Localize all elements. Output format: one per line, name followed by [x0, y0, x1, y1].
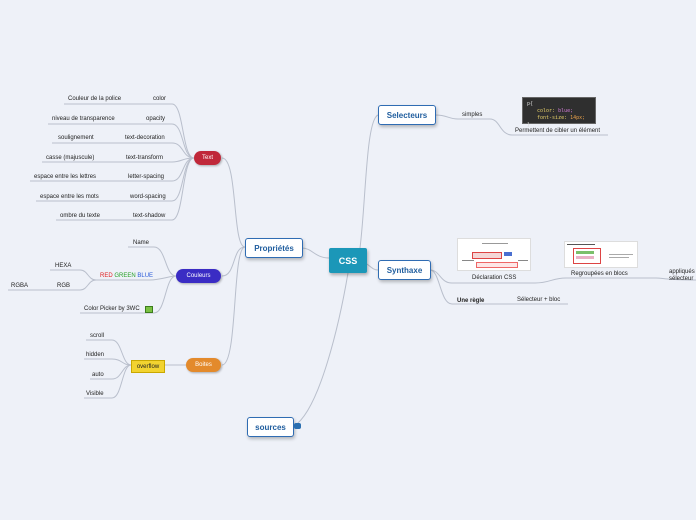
text-prop-letter-spacing[interactable]: letter-spacing	[128, 174, 165, 180]
synthaxe-applied-1[interactable]: appliqués	[669, 269, 695, 275]
node-boites[interactable]: Boites	[186, 358, 221, 372]
couleurs-hexa[interactable]: HEXA	[55, 263, 72, 269]
node-text[interactable]: Text	[194, 151, 221, 165]
central-node-css[interactable]: CSS	[329, 248, 367, 273]
node-couleurs[interactable]: Couleurs	[176, 269, 221, 283]
overflow-hidden[interactable]: hidden	[86, 352, 105, 358]
synthaxe-applied-2[interactable]: sélecteur	[669, 276, 694, 282]
code-prop-2: font-size:	[537, 115, 568, 121]
word-blue: BLUE	[137, 273, 154, 279]
synthaxe-blocs[interactable]: Regroupées en blocs	[571, 271, 628, 277]
code-open: p{	[527, 101, 534, 107]
synthaxe-selecteur-bloc[interactable]: Sélecteur + bloc	[517, 297, 561, 303]
text-desc-decoration[interactable]: soulignement	[58, 135, 94, 141]
text-desc-transform[interactable]: casse (majuscule)	[46, 155, 95, 161]
code-val-2: 14px;	[570, 115, 586, 121]
text-desc-shadow[interactable]: ombre du texte	[60, 213, 101, 219]
code-line-1: color: blue;	[537, 108, 595, 115]
selecteurs-caption[interactable]: Permettent de cibler un élément	[515, 128, 601, 134]
text-desc-opacity[interactable]: niveau de transparence	[52, 116, 115, 122]
node-synthaxe[interactable]: Synthaxe	[378, 260, 431, 280]
text-desc-color[interactable]: Couleur de la police	[68, 96, 122, 102]
node-overflow[interactable]: overflow	[131, 360, 165, 373]
couleurs-rgb-words[interactable]: RED GREEN BLUE	[100, 272, 153, 280]
link-icon[interactable]	[145, 306, 153, 313]
code-prop-1: color:	[537, 108, 556, 114]
couleurs-rgb[interactable]: RGB	[57, 283, 71, 289]
overflow-auto[interactable]: auto	[92, 372, 104, 378]
text-prop-color[interactable]: color	[153, 96, 167, 102]
declaration-diagram-image	[457, 238, 531, 271]
text-desc-letter-spacing[interactable]: espace entre les lettres	[34, 174, 97, 180]
overflow-scroll[interactable]: scroll	[90, 333, 105, 339]
text-desc-word-spacing[interactable]: espace entre les mots	[40, 194, 99, 200]
word-red: RED	[100, 273, 113, 279]
text-prop-transform[interactable]: text-transform	[126, 155, 164, 161]
overflow-visible[interactable]: Visible	[86, 391, 104, 397]
text-prop-decoration[interactable]: text-decoration	[125, 135, 165, 141]
word-green: GREEN	[114, 273, 136, 279]
code-snippet-image: p{ color: blue; font-size: 14px; }	[522, 97, 596, 128]
text-prop-word-spacing[interactable]: word-spacing	[130, 194, 166, 200]
text-prop-shadow[interactable]: text-shadow	[133, 213, 166, 219]
selecteurs-simples[interactable]: simples	[462, 112, 483, 118]
synthaxe-une-regle[interactable]: Une règle	[457, 298, 485, 304]
couleurs-rgba[interactable]: RGBA	[11, 283, 29, 289]
couleurs-color-picker[interactable]: Color Picker by 3WC	[84, 306, 140, 312]
synthaxe-declaration[interactable]: Déclaration CSS	[472, 275, 517, 281]
blocks-diagram-image	[564, 241, 638, 268]
note-icon[interactable]	[294, 423, 301, 429]
node-proprietes[interactable]: Propriétés	[245, 238, 303, 258]
code-line-2: font-size: 14px;	[537, 115, 595, 122]
couleurs-name[interactable]: Name	[133, 240, 150, 246]
text-prop-opacity[interactable]: opacity	[146, 116, 166, 122]
node-sources[interactable]: sources	[247, 417, 294, 437]
code-close: }	[527, 122, 531, 128]
node-selecteurs[interactable]: Selecteurs	[378, 105, 436, 125]
code-val-1: blue;	[558, 108, 574, 114]
